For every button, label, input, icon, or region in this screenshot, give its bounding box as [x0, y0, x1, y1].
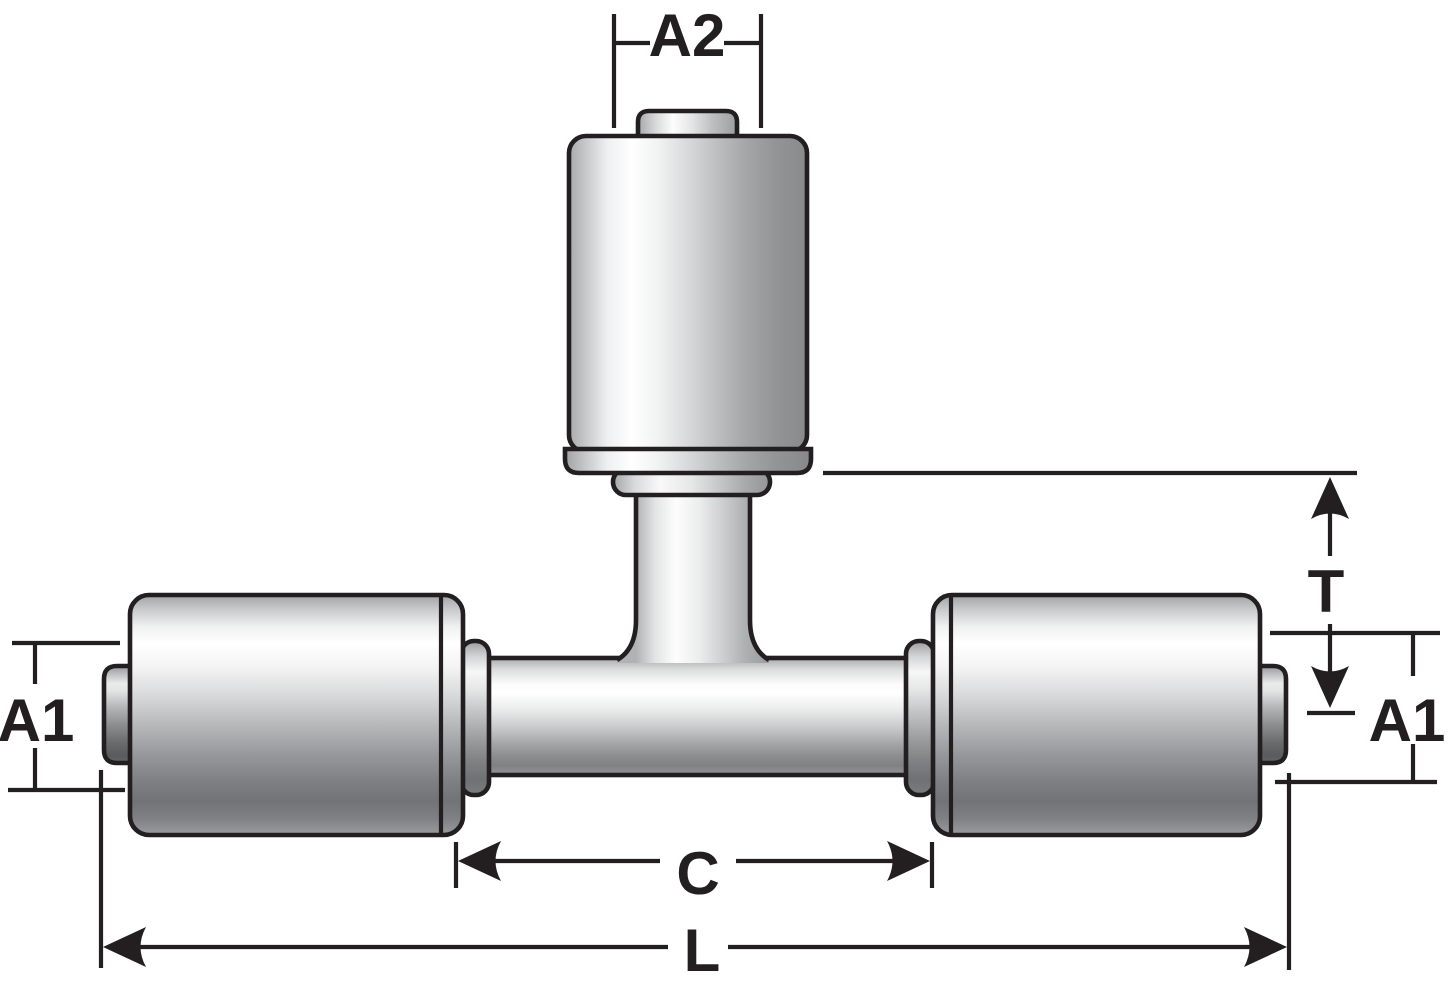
dim-a1-right-label: A1: [1369, 687, 1446, 754]
dim-a2-label: A2: [649, 2, 726, 69]
hose-tube: [467, 655, 933, 778]
dim-l: L: [98, 770, 1292, 983]
dim-t: T: [823, 470, 1357, 716]
right-ferrule-collar: [903, 638, 937, 798]
port-ferrule-band: [562, 446, 814, 476]
port-neck: [617, 486, 769, 663]
dim-t-arrow-up: [1311, 477, 1349, 519]
dim-a1-right: A1: [1270, 630, 1446, 785]
dim-l-arrow-right: [1244, 927, 1287, 967]
dim-l-label: L: [684, 917, 721, 983]
dim-a2: A2: [611, 2, 764, 128]
dim-l-arrow-left: [103, 927, 146, 967]
left-ferrule-body: [127, 592, 466, 838]
dim-c-arrow-right: [887, 841, 930, 881]
dim-t-arrow-down: [1311, 666, 1349, 708]
dim-c-label: C: [676, 840, 719, 907]
dim-a1-left: A1: [0, 640, 125, 793]
dim-t-label: T: [1308, 558, 1345, 625]
dim-c: C: [453, 840, 935, 907]
right-ferrule-body: [930, 592, 1263, 838]
dim-a1-left-label: A1: [0, 687, 74, 754]
dim-c-arrow-left: [458, 841, 501, 881]
port-ferrule-body: [566, 133, 810, 455]
port-neck-outline: [615, 486, 771, 662]
